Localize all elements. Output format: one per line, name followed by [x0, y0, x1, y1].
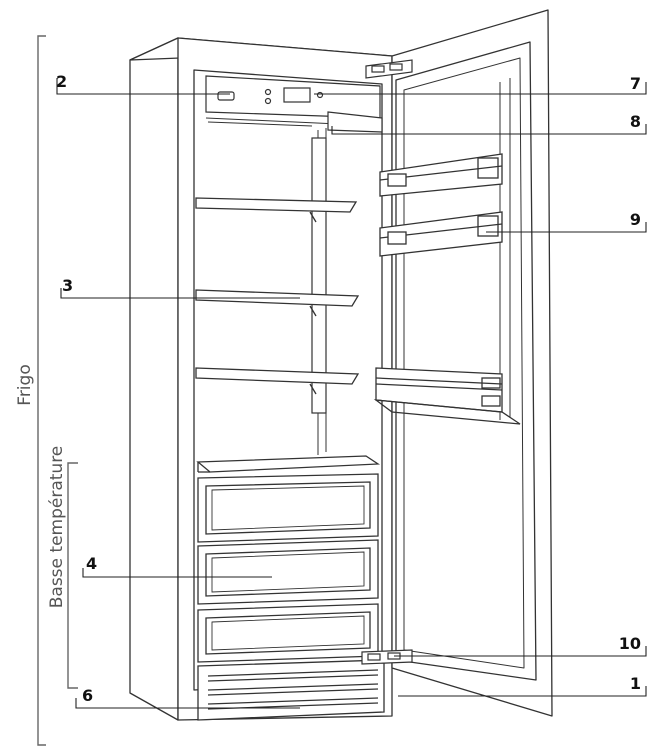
callout-9: 9 [630, 210, 641, 229]
callout-1: 1 [630, 674, 641, 693]
door-balcony-3 [373, 367, 521, 425]
door-liner [403, 57, 525, 669]
door-balcony-1 [379, 153, 503, 197]
drawer-2 [197, 539, 379, 605]
frigo-bracket [37, 35, 46, 746]
shelf-1 [195, 197, 358, 213]
drawer-1 [197, 473, 379, 543]
door-panel [391, 9, 553, 717]
door-balconies [373, 153, 521, 425]
basse-temperature-label: Basse température [47, 446, 67, 609]
cabinet-side-panel [129, 37, 179, 721]
drawer-3 [197, 603, 379, 663]
shelf-3 [195, 367, 360, 385]
bottom-hinge [361, 649, 413, 665]
callout-6: 6 [82, 686, 93, 705]
callout-2: 2 [56, 72, 67, 91]
frigo-label: Frigo [15, 364, 35, 405]
callout-8: 8 [630, 112, 641, 131]
low-temp-cover [196, 455, 381, 473]
top-hinge [365, 59, 413, 79]
door-balcony-2 [379, 211, 503, 257]
drawers [197, 473, 379, 663]
callout-7: 7 [630, 74, 641, 93]
callout-lines [56, 78, 647, 709]
callout-10: 10 [619, 634, 641, 653]
door [391, 9, 553, 717]
callout-3: 3 [62, 276, 73, 295]
ventilation-grille [197, 659, 385, 721]
light-housing [327, 111, 383, 133]
callout-4: 4 [86, 554, 97, 573]
door-gasket [395, 41, 537, 681]
basse-temperature-bracket [67, 462, 78, 689]
